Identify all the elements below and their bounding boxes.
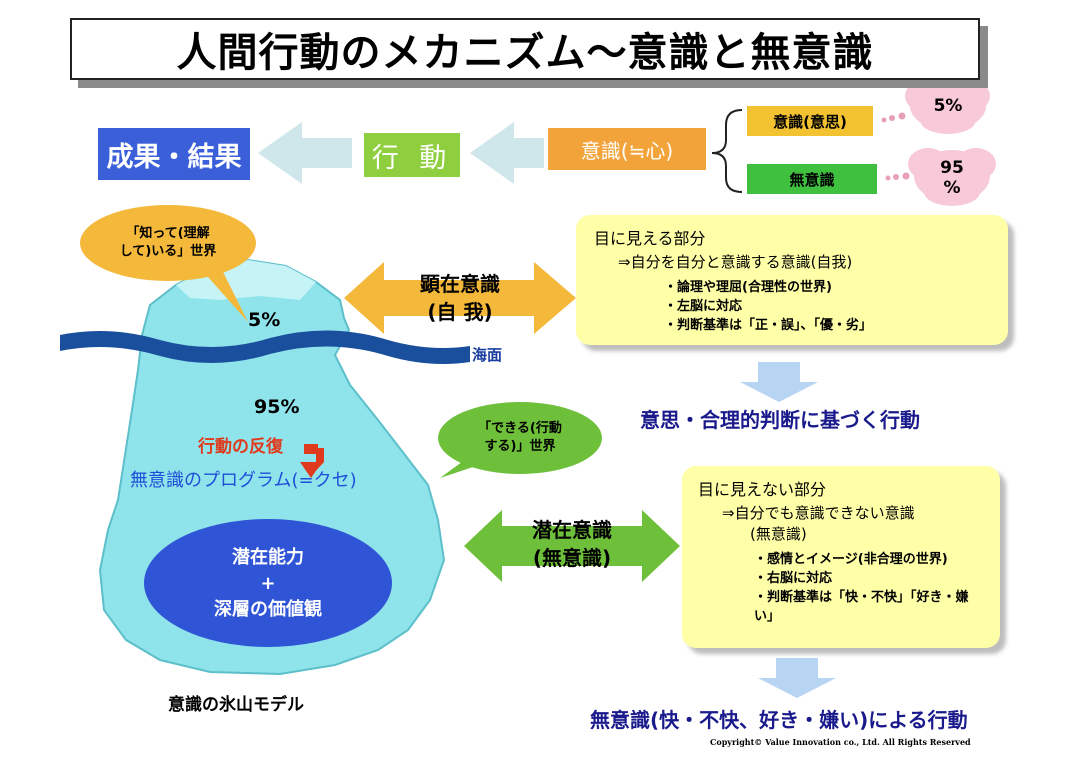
manifest-arrow-label: 顕在意識 (自 我): [392, 270, 528, 326]
bubble-known-text: 「知って(理解 して)いる」世界: [98, 225, 238, 261]
potential-line2: +: [260, 573, 276, 594]
latent-panel: 目に見えない部分 ⇒自分でも意識できない意識 (無意識) 感情とイメージ(非合理…: [682, 466, 1000, 648]
cloud-conscious-pct: [905, 80, 990, 134]
unconscious-pct-label: 95 %: [922, 158, 982, 198]
flow-arrow-left-1: [258, 122, 352, 184]
manifest-double-arrow: [344, 262, 576, 334]
potential-line1: 潜在能力: [232, 547, 304, 568]
latent-arrow-line2: (無意識): [532, 546, 612, 570]
latent-list: 感情とイメージ(非合理の世界) 右脳に対応 判断基準は「快・不快」「好き・嫌い」: [698, 550, 984, 626]
latent-double-arrow: [464, 510, 680, 582]
sea-surface-label: 海面: [472, 346, 503, 364]
bubble-known-world: [80, 205, 256, 322]
unconscious-pct-line1: 95: [940, 158, 964, 178]
cloud-connector-dots: [881, 112, 910, 181]
tip-pct-label: 5%: [248, 309, 281, 331]
program-label: 無意識のプログラム(=クセ): [130, 470, 357, 491]
sea-surface-wave: [60, 330, 470, 364]
conscious-pct-label: 5%: [933, 96, 963, 116]
manifest-arrow-line2: (自 我): [427, 300, 493, 324]
consciousness-box: 意識(≒心): [548, 128, 706, 170]
bubble-can-world: [438, 402, 602, 478]
copyright: Copyright© Value Innovation co., Ltd. Al…: [710, 737, 971, 747]
latent-arrow-line1: 潜在意識: [532, 518, 612, 542]
list-item: 感情とイメージ(非合理の世界): [754, 550, 984, 569]
latent-subheading: ⇒自分でも意識できない意識: [722, 504, 915, 522]
list-item: 論理や理屈(合理性の世界): [664, 278, 990, 297]
manifest-panel: 目に見える部分 ⇒自分を自分と意識する意識(自我) 論理や理屈(合理性の世界) …: [576, 215, 1008, 345]
unconscious-tag: 無意識: [747, 164, 877, 194]
list-item: 左脳に対応: [664, 297, 990, 316]
manifest-arrow-line1: 顕在意識: [420, 272, 500, 296]
manifest-heading: 目に見える部分: [594, 229, 706, 248]
brace: [711, 109, 743, 193]
bubble-can-line2: する)」世界: [484, 439, 556, 454]
list-item: 判断基準は「正・誤」、「優・劣」: [664, 316, 990, 335]
list-item: 右脳に対応: [754, 569, 984, 588]
repetition-label: 行動の反復: [198, 437, 283, 457]
latent-down-arrow: [758, 658, 836, 698]
cloud-unconscious-pct: [908, 148, 996, 206]
repetition-arrow: [300, 444, 324, 478]
unconscious-pct-line2: %: [943, 178, 961, 198]
bubble-can-line1: 「できる(行動: [478, 421, 562, 436]
list-item: 判断基準は「快・不快」「好き・嫌い」: [754, 588, 984, 626]
latent-arrow-label: 潜在意識 (無意識): [508, 516, 636, 572]
bubble-can-text: 「できる(行動 する)」世界: [452, 420, 588, 456]
manifest-subheading: ⇒自分を自分と意識する意識(自我): [618, 253, 853, 271]
action-box: 行 動: [364, 133, 460, 177]
latent-subheading2: (無意識): [750, 525, 807, 543]
flow-arrow-left-2: [470, 122, 544, 184]
bubble-known-line1: 「知って(理解: [126, 226, 210, 241]
manifest-list: 論理や理屈(合理性の世界) 左脳に対応 判断基準は「正・誤」、「優・劣」: [594, 278, 990, 335]
potential-line3: 深層の価値観: [214, 599, 322, 620]
iceberg-caption: 意識の氷山モデル: [168, 695, 304, 715]
latent-outcome: 無意識(快・不快、好き・嫌い)による行動: [590, 708, 968, 732]
latent-heading: 目に見えない部分: [698, 480, 827, 499]
result-box: 成果・結果: [98, 128, 250, 180]
conscious-tag: 意識(意思): [747, 106, 873, 136]
manifest-down-arrow: [740, 362, 818, 402]
manifest-outcome: 意思・合理的判断に基づく行動: [640, 408, 920, 432]
bubble-known-line2: して)いる」世界: [119, 244, 217, 259]
potential-text: 潜在能力 + 深層の価値観: [168, 545, 368, 623]
body-pct-label: 95%: [254, 396, 300, 418]
potential-ellipse: [144, 519, 392, 647]
page-title: 人間行動のメカニズム〜意識と無意識: [70, 18, 980, 80]
